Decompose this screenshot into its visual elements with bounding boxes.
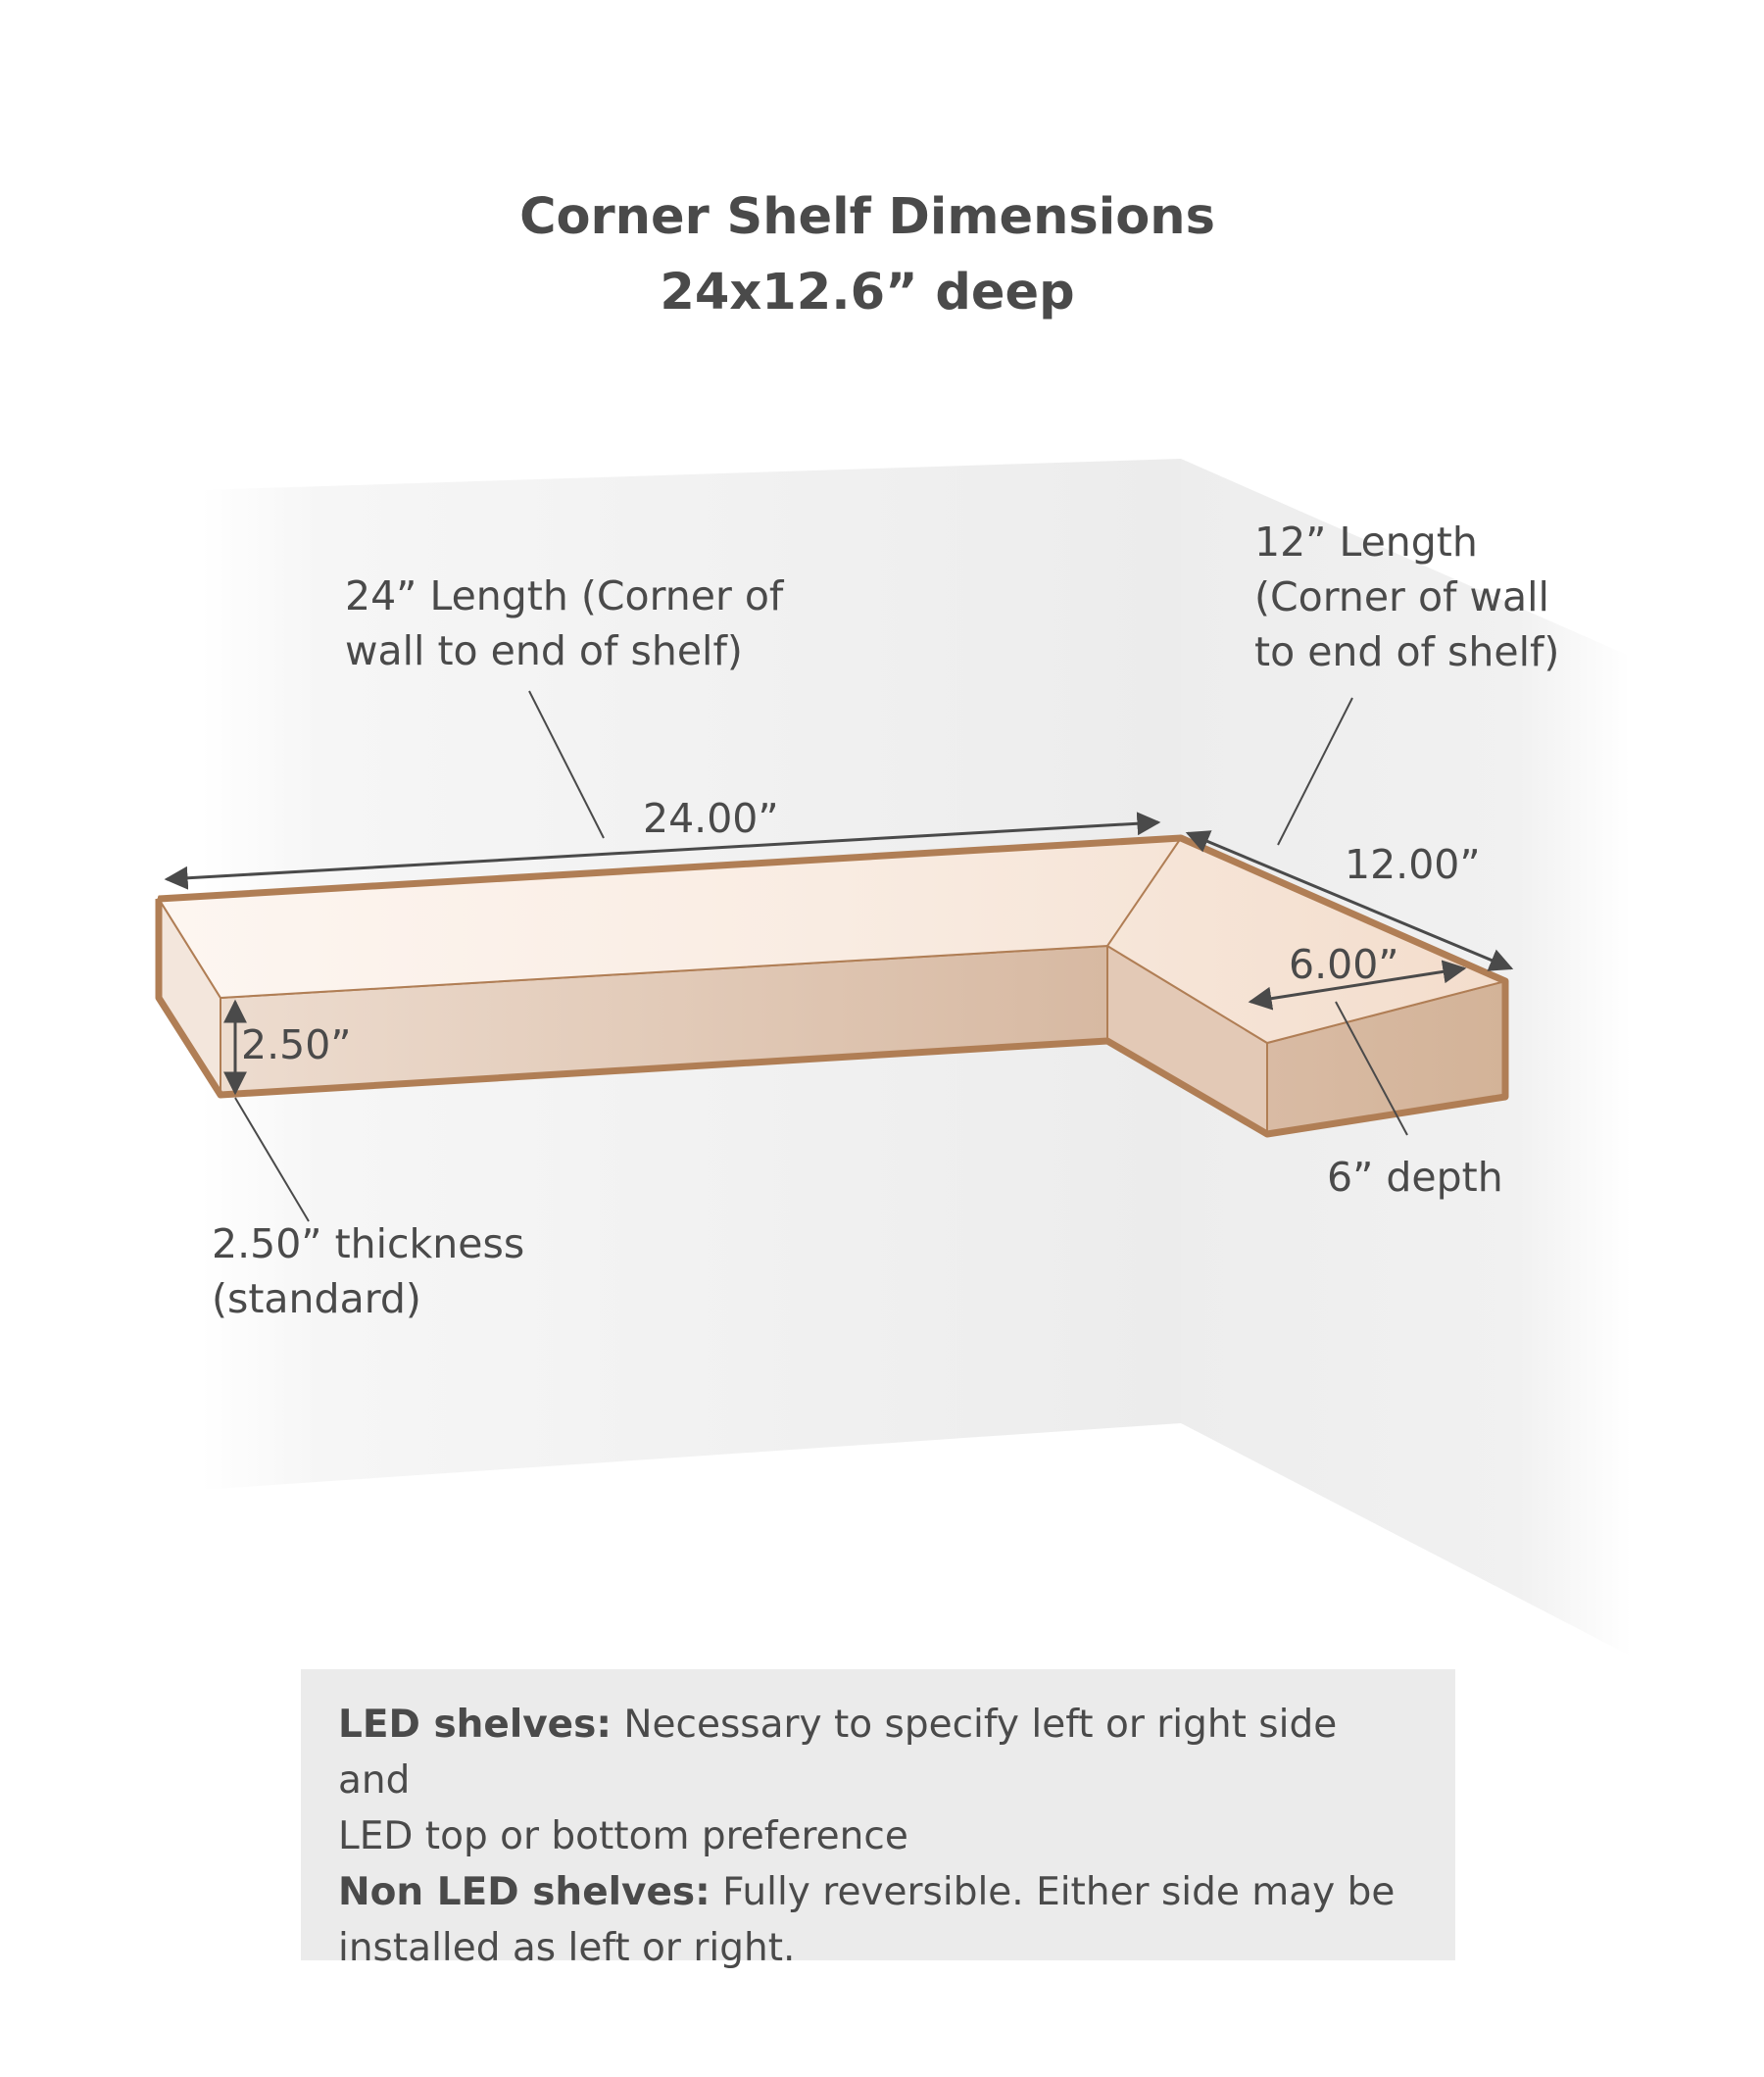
dimension-label-6: 6.00” (1289, 941, 1399, 988)
length-24-label-line2: wall to end of shelf) (345, 627, 743, 674)
note-led-text: Necessary to specify left or right side … (338, 1703, 1338, 1803)
leader-line-12-length (1277, 697, 1353, 846)
dimension-arrow-12 (1185, 830, 1514, 971)
dimension-arrow-6 (1248, 960, 1467, 1011)
note-led-heading: LED shelves: (338, 1703, 612, 1747)
page-title: Corner Shelf Dimensions 24x12.6” deep (0, 179, 1735, 330)
notes-box: LED shelves: Necessary to specify left o… (301, 1669, 1455, 1970)
shelf-miter-line (1106, 837, 1182, 947)
dimension-label-24: 24.00” (643, 795, 779, 842)
dimension-label-2-5: 2.50” (241, 1021, 352, 1068)
length-12-label-line3: to end of shelf) (1254, 628, 1559, 675)
length-12-label-line2: (Corner of wall (1254, 573, 1549, 620)
note-led-line1: LED shelves: Necessary to specify left o… (338, 1697, 1420, 1808)
note-non-led-heading: Non LED shelves: (338, 1870, 710, 1914)
title-line-2: 24x12.6” deep (660, 264, 1075, 321)
leader-line-24-length (528, 690, 605, 839)
note-non-led-text: Fully reversible. Either side may be (710, 1870, 1396, 1914)
depth-label: 6” depth (1327, 1154, 1503, 1201)
note-non-led-line1: Non LED shelves: Fully reversible. Eithe… (338, 1864, 1420, 1920)
dimension-arrow-24 (164, 812, 1161, 890)
length-12-label-line1: 12” Length (1254, 519, 1478, 566)
dimension-label-12: 12.00” (1345, 841, 1481, 888)
length-24-label-line1: 24” Length (Corner of (345, 572, 785, 619)
leader-line-depth (1335, 1001, 1408, 1136)
title-line-1: Corner Shelf Dimensions (519, 188, 1215, 246)
leader-line-thickness (234, 1097, 310, 1222)
thickness-label-line2: (standard) (212, 1275, 421, 1322)
note-led-line2: LED top or bottom preference (338, 1814, 908, 1858)
note-non-led-line2: installed as left or right. (338, 1926, 796, 1970)
thickness-label-line1: 2.50” thickness (212, 1220, 524, 1267)
